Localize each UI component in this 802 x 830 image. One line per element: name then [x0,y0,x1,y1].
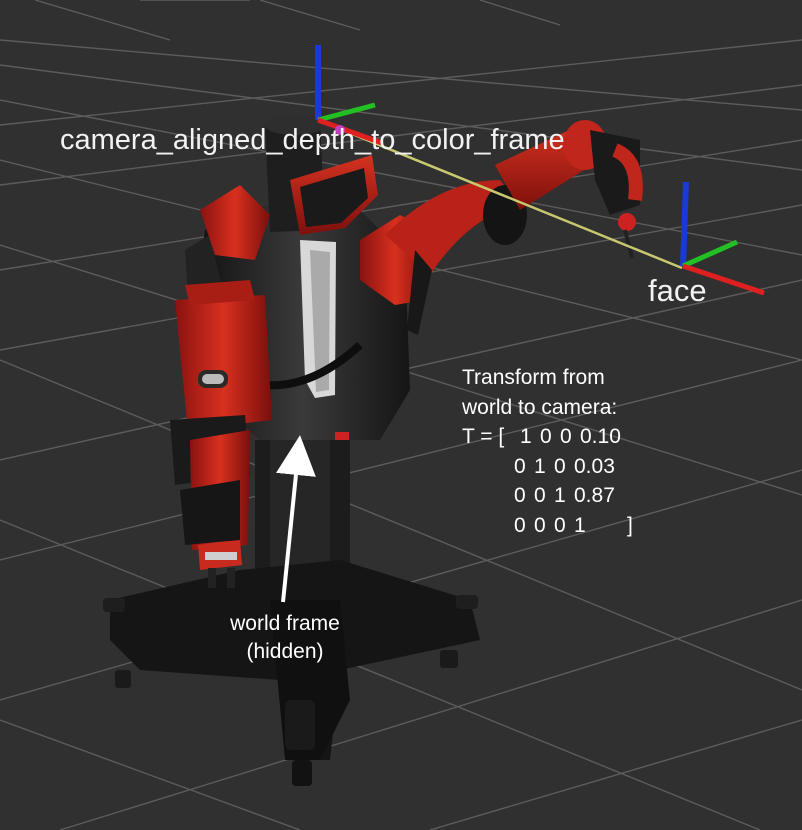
camera-frame-label: camera_aligned_depth_to_color_frame [60,124,565,156]
matrix-row-1: T = [ 1 0 0 0.10 [462,422,621,452]
robot-head [265,115,378,235]
matrix-cell: 0.03 [574,454,615,478]
matrix-cell: 0 [514,454,526,478]
matrix-suffix: ] [627,513,633,537]
world-frame-label-line1: world frame [230,612,340,635]
transform-title-line2: world to camera: [462,395,618,419]
matrix-cell: 0 [514,484,526,507]
robot-left-arm [170,185,272,588]
world-frame-label: world frame (hidden) [210,610,360,666]
matrix-prefix: T = [ [462,425,505,448]
matrix-cell: 0 [554,513,566,537]
matrix-cell: 0 [514,513,526,537]
matrix-cell: 0.10 [580,425,621,448]
robot-right-arm [360,120,643,335]
world-frame-arrow [276,435,316,603]
matrix-cell: 1 [574,513,586,537]
face-frame-label: face [648,273,707,308]
matrix-cell: 0 [560,425,572,448]
matrix-cell: 0 [534,484,546,507]
matrix-row-3: 0 0 1 0.87 [462,481,617,511]
matrix-cell: 1 [554,484,566,507]
matrix-cell: 0 [540,425,552,448]
matrix-cell: 1 [520,425,532,448]
matrix-cell: 1 [534,454,546,478]
matrix-cell: 0.87 [574,484,615,507]
matrix-row-4: 0 0 0 1 ] [462,511,633,541]
robot-stand [103,440,480,786]
tf-link-line [329,123,683,270]
face-frame-axes [680,181,765,296]
matrix-cell: 0 [534,513,546,537]
matrix-row-2: 0 1 0 0.03 [462,452,617,482]
world-frame-label-line2: (hidden) [246,640,324,663]
transform-annotation: Transform from world to camera: T = [ 1 … [462,363,633,541]
matrix-cell: 0 [554,454,566,478]
transform-title-line1: Transform from [462,366,605,389]
camera-frame-axes [315,45,383,146]
